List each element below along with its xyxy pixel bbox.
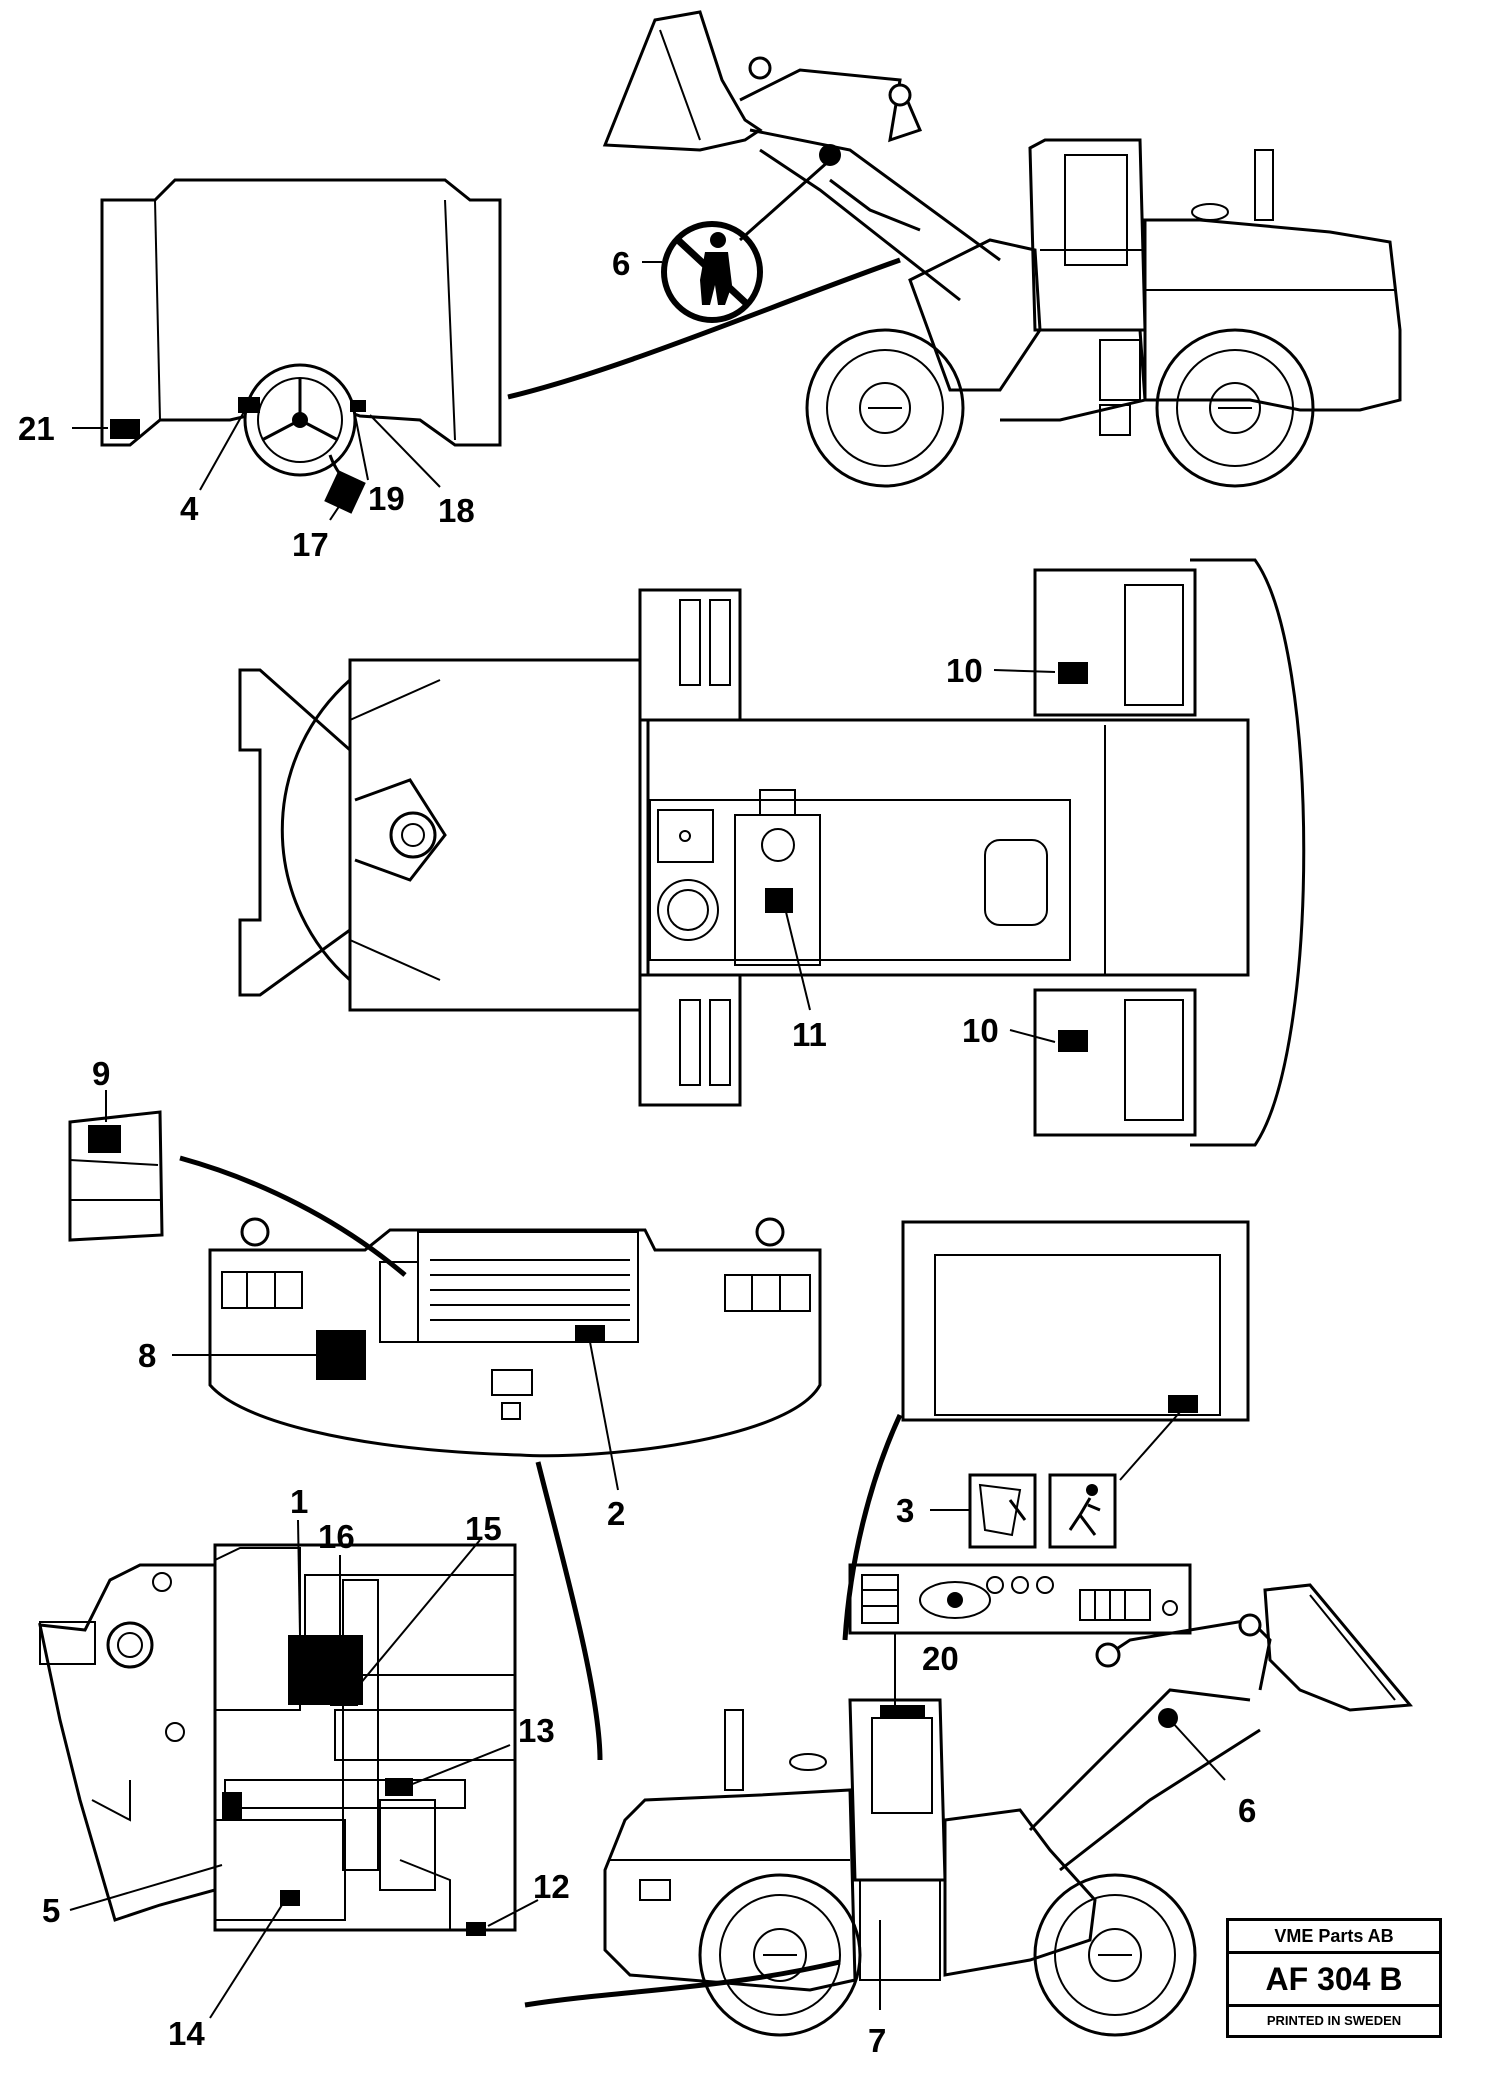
engine-compartment-view: [38, 1543, 517, 1936]
dashboard-panel: [848, 1563, 1192, 1718]
counterweight-rear-view: [208, 1217, 822, 1761]
detail-9: [68, 1110, 407, 1277]
callout-3: 3: [896, 1492, 914, 1529]
emergency-exit-icon: [1048, 1473, 1117, 1549]
callout-5: 5: [42, 1892, 60, 1929]
callout-13: 13: [518, 1712, 555, 1749]
callout-21: 21: [18, 410, 55, 447]
leader-4: [199, 409, 246, 491]
connector-engine-to-loader: [524, 1959, 841, 2008]
callout-20: 20: [922, 1640, 959, 1677]
leader-10-top: [993, 669, 1056, 673]
leader-11: [785, 911, 811, 1011]
leader-5: [69, 1864, 223, 1911]
callout-12: 12: [533, 1868, 570, 1905]
loader-side-view-top: [602, 10, 1402, 488]
callout-2: 2: [607, 1495, 625, 1532]
leader-14: [209, 1904, 283, 2019]
loader-side-view-bottom: [603, 1583, 1413, 2037]
leader-18: [369, 414, 441, 488]
callout-7: 7: [868, 2022, 886, 2059]
callout-11: 11: [792, 1016, 827, 1053]
leader-15: [354, 1539, 481, 1691]
leader-13: [409, 1744, 511, 1786]
title-block-code: AF 304 B: [1229, 1954, 1439, 2007]
leader-12: [487, 1899, 539, 1927]
leader-19: [354, 414, 369, 481]
loader-top-view: [238, 558, 1306, 1147]
leader-17: [329, 504, 341, 521]
leader-2: [589, 1341, 619, 1491]
callout-18: 18: [438, 492, 475, 529]
callout-9: 9: [92, 1055, 110, 1092]
callout-14: 14: [168, 2015, 205, 2052]
leader-6-bottom: [1171, 1721, 1226, 1781]
title-block: VME Parts AB AF 304 B PRINTED IN SWEDEN: [1226, 1918, 1442, 2038]
callout-4: 4: [180, 490, 199, 527]
callout-19: 19: [368, 480, 405, 517]
callout-6-bottom: 6: [1238, 1792, 1256, 1829]
callout-17: 17: [292, 526, 329, 563]
title-block-company: VME Parts AB: [1229, 1921, 1439, 1954]
callout-1: 1: [290, 1483, 308, 1520]
no-standing-under-arm-icon: [661, 158, 831, 323]
cab-window-view: [842, 1220, 1250, 1641]
break-window-icon: [968, 1473, 1037, 1549]
callout-8: 8: [138, 1337, 156, 1374]
callout-16: 16: [318, 1518, 355, 1555]
leader-10-bottom: [1009, 1029, 1056, 1043]
callout-10-bottom: 10: [962, 1012, 999, 1049]
bucket-front-view: [100, 178, 901, 514]
leader-1: [297, 1519, 301, 1636]
callout-6-top: 6: [612, 245, 630, 282]
title-block-printed: PRINTED IN SWEDEN: [1266, 2013, 1402, 2028]
callout-15: 15: [465, 1510, 502, 1547]
callout-10-top: 10: [946, 652, 983, 689]
